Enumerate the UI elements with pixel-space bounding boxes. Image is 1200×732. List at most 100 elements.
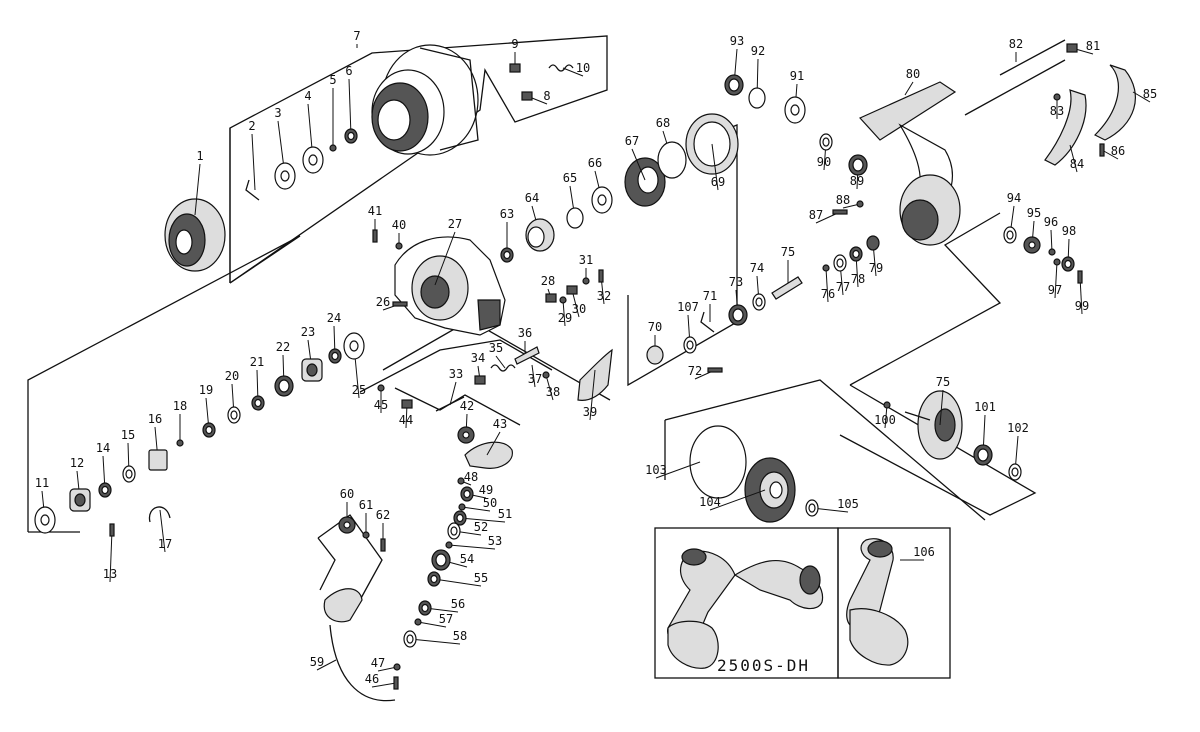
part-number-label: 12 bbox=[70, 456, 84, 470]
part-p12: 12 bbox=[69, 456, 91, 512]
part-number-label: 90 bbox=[817, 155, 831, 169]
part-number-label: 72 bbox=[688, 364, 702, 378]
part-p103: 103 bbox=[645, 461, 701, 479]
part-number-label: 1 bbox=[196, 149, 203, 163]
part-number-label: 82 bbox=[1009, 37, 1023, 51]
part-number-label: 94 bbox=[1007, 191, 1021, 205]
part-number-label: 66 bbox=[588, 156, 602, 170]
part-number-label: 30 bbox=[572, 302, 586, 316]
part-p33: 33 bbox=[435, 367, 465, 412]
part-number-label: 52 bbox=[474, 520, 488, 534]
leader-line bbox=[251, 133, 256, 191]
part-p42: 42 bbox=[457, 399, 475, 444]
part-p31: 31 bbox=[579, 253, 593, 285]
part-p86: 86 bbox=[1099, 143, 1125, 160]
part-number-label: 65 bbox=[563, 171, 577, 185]
part-number-label: 102 bbox=[1007, 421, 1029, 435]
part-p40: 40 bbox=[392, 218, 406, 250]
part-p57: 57 bbox=[414, 612, 453, 628]
part-p63: 63 bbox=[500, 207, 514, 263]
part-number-label: 24 bbox=[327, 311, 341, 325]
body-bracket-outline bbox=[382, 319, 611, 401]
part-number-label: 27 bbox=[448, 217, 462, 231]
part-number-label: 79 bbox=[869, 261, 883, 275]
part-number-label: 34 bbox=[471, 351, 485, 365]
part-number-label: 57 bbox=[439, 612, 453, 626]
part-number-label: 33 bbox=[449, 367, 463, 381]
part-number-label: 38 bbox=[546, 385, 560, 399]
part-number-label: 20 bbox=[225, 369, 239, 383]
spool-part bbox=[371, 44, 479, 156]
part-number-label: 86 bbox=[1111, 144, 1125, 158]
part-p48: 48 bbox=[457, 470, 478, 486]
leader-line bbox=[904, 81, 914, 96]
part-p10: 10 bbox=[548, 61, 590, 77]
part-p6: 6 bbox=[344, 64, 358, 144]
part-p84: 84 bbox=[1069, 144, 1084, 173]
part-p81: 81 bbox=[1066, 39, 1100, 55]
part-number-label: 4 bbox=[304, 89, 311, 103]
part-p75a: 75 bbox=[771, 245, 803, 300]
double-handle-icon bbox=[667, 548, 824, 669]
part-number-label: 49 bbox=[479, 483, 493, 497]
part-number-label: 10 bbox=[576, 61, 590, 75]
part-number-label: 37 bbox=[528, 372, 542, 386]
part-number-label: 2 bbox=[248, 119, 255, 133]
reel-body-part bbox=[394, 236, 506, 336]
part-p64: 64 bbox=[525, 191, 555, 252]
part-p106: 106 bbox=[900, 545, 935, 561]
part-number-label: 78 bbox=[851, 272, 865, 286]
leader-line bbox=[1054, 261, 1058, 299]
part-p53: 53 bbox=[445, 534, 502, 550]
part-number-label: 44 bbox=[399, 413, 413, 427]
part-p32: 32 bbox=[597, 269, 611, 305]
part-number-label: 56 bbox=[451, 597, 465, 611]
part-p88: 88 bbox=[836, 193, 864, 209]
part-p16: 16 bbox=[148, 412, 168, 471]
part-number-label: 69 bbox=[711, 175, 725, 189]
part-p8: 8 bbox=[521, 89, 551, 105]
model-label: 2500S-DH bbox=[717, 656, 810, 675]
part-p76: 76 bbox=[821, 264, 835, 303]
rotor-group-outline bbox=[849, 212, 1002, 386]
part-number-label: 107 bbox=[677, 300, 699, 314]
part-number-label: 83 bbox=[1050, 104, 1064, 118]
part-p21: 21 bbox=[250, 355, 265, 411]
parts-layer: 1234567891011121314151617181920212223242… bbox=[34, 29, 1157, 690]
part-p89: 89 bbox=[848, 154, 868, 190]
part-number-label: 89 bbox=[850, 174, 864, 188]
part-p104: 104 bbox=[699, 489, 766, 511]
part-number-label: 70 bbox=[648, 320, 662, 334]
leader-line bbox=[562, 67, 584, 77]
part-number-label: 28 bbox=[541, 274, 555, 288]
leader-line bbox=[109, 529, 113, 583]
part-p28: 28 bbox=[541, 274, 557, 303]
part-number-label: 31 bbox=[579, 253, 593, 267]
part-number-label: 18 bbox=[173, 399, 187, 413]
part-p46: 46 bbox=[365, 672, 399, 690]
part-number-label: 75 bbox=[936, 375, 950, 389]
part-number-label: 98 bbox=[1062, 224, 1076, 238]
part-number-label: 68 bbox=[656, 116, 670, 130]
part-p101: 101 bbox=[973, 400, 996, 466]
part-number-label: 50 bbox=[483, 496, 497, 510]
part-number-label: 63 bbox=[500, 207, 514, 221]
part-p9: 9 bbox=[509, 37, 521, 73]
part-p27: 27 bbox=[434, 217, 462, 286]
cap-104-part bbox=[744, 457, 796, 523]
part-number-label: 71 bbox=[703, 289, 717, 303]
rotor-arm-part bbox=[859, 81, 961, 246]
part-p39: 39 bbox=[583, 369, 597, 421]
part-p102: 102 bbox=[1007, 421, 1029, 481]
oring-103-part bbox=[689, 425, 747, 499]
part-p66: 66 bbox=[588, 156, 613, 214]
spool-group-outline bbox=[229, 35, 608, 284]
part-p50: 50 bbox=[458, 496, 497, 512]
part-p107: 107 bbox=[677, 300, 699, 354]
part-p22: 22 bbox=[274, 340, 294, 397]
part-p30: 30 bbox=[566, 285, 586, 318]
part-p90: 90 bbox=[817, 133, 833, 171]
part-number-label: 14 bbox=[96, 441, 110, 455]
part-number-label: 61 bbox=[359, 498, 373, 512]
part-number-label: 23 bbox=[301, 325, 315, 339]
